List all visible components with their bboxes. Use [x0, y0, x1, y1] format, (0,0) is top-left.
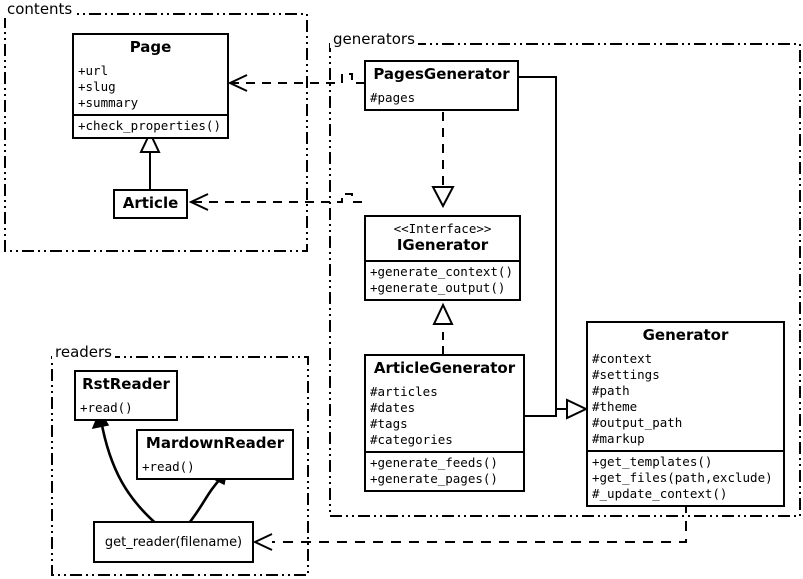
method: #_update_context()	[592, 486, 728, 501]
method: +get_files(path,exclude)	[592, 470, 773, 485]
class-attributes-articlegenerator: #articles #dates #tags #categories	[366, 382, 523, 451]
method: +generate_pages()	[370, 471, 498, 486]
class-box-articlegenerator[interactable]: ArticleGenerator #articles #dates #tags …	[364, 354, 525, 492]
class-attributes-page: +url +slug +summary	[74, 61, 227, 114]
class-header-igenerator: <<Interface>> IGenerator	[366, 217, 519, 260]
method: +read()	[142, 459, 195, 474]
class-name-rstreader: RstReader	[82, 375, 170, 393]
class-name-mardownreader: MardownReader	[145, 434, 285, 452]
attribute: #context	[592, 351, 653, 366]
class-name-generator: Generator	[642, 326, 729, 344]
class-attributes-pagesgenerator: #pages	[366, 88, 517, 109]
method: +generate_feeds()	[370, 455, 498, 470]
function-box-get-reader[interactable]: get_reader(filename)	[93, 521, 254, 563]
class-methods-page: +check_properties()	[74, 114, 227, 137]
class-methods-generator: +get_templates() +get_files(path,exclude…	[588, 450, 783, 505]
class-name-igenerator: IGenerator	[396, 236, 489, 254]
function-name-get-reader: get_reader(filename)	[104, 534, 243, 550]
class-attributes-generator: #context #settings #path #theme #output_…	[588, 349, 783, 450]
attribute: +slug	[78, 79, 116, 94]
class-box-mardownreader[interactable]: MardownReader +read()	[136, 429, 294, 480]
class-methods-mardownreader: +read()	[138, 457, 292, 478]
class-methods-articlegenerator: +generate_feeds() +generate_pages()	[366, 451, 523, 490]
class-box-generator[interactable]: Generator #context #settings #path #them…	[586, 321, 785, 507]
package-label-generators: generators	[330, 30, 418, 48]
method: +check_properties()	[78, 118, 221, 133]
class-stereotype-igenerator: <<Interface>>	[393, 221, 492, 236]
attribute: +url	[78, 63, 109, 78]
class-box-article[interactable]: Article	[113, 189, 188, 219]
attribute: +summary	[78, 95, 139, 110]
class-name-articlegenerator: ArticleGenerator	[373, 359, 516, 377]
relation-generator-uses-get-reader	[252, 503, 687, 551]
attribute: #settings	[592, 367, 660, 382]
relation-pagesgenerator-realizes-igenerator	[431, 112, 455, 209]
class-box-page[interactable]: Page +url +slug +summary +check_properti…	[72, 33, 229, 139]
relation-article-extends-page	[139, 130, 161, 189]
class-box-rstreader[interactable]: RstReader +read()	[74, 370, 178, 421]
package-label-contents: contents	[4, 0, 76, 18]
class-box-igenerator[interactable]: <<Interface>> IGenerator +generate_conte…	[364, 215, 521, 301]
method: +get_templates()	[592, 454, 713, 469]
method: +generate_output()	[370, 280, 506, 295]
package-label-readers: readers	[52, 343, 115, 361]
attribute: #tags	[370, 416, 408, 431]
class-box-pagesgenerator[interactable]: PagesGenerator #pages	[364, 60, 519, 111]
class-name-pagesgenerator: PagesGenerator	[373, 65, 510, 83]
class-name-article: Article	[122, 194, 179, 212]
attribute: #markup	[592, 431, 645, 446]
class-methods-rstreader: +read()	[76, 398, 176, 419]
attribute: #categories	[370, 432, 453, 447]
method: +generate_context()	[370, 264, 513, 279]
attribute: #theme	[592, 399, 638, 414]
relation-articlegenerator-realizes-igenerator	[432, 302, 454, 354]
relation-generators-extend-generator	[519, 76, 589, 420]
attribute: #path	[592, 383, 630, 398]
attribute: #output_path	[592, 415, 683, 430]
attribute: #pages	[370, 90, 416, 105]
relation-pagesgenerator-uses-page	[227, 73, 365, 92]
attribute: #dates	[370, 400, 416, 415]
attribute: #articles	[370, 384, 438, 399]
class-name-page: Page	[129, 38, 172, 56]
relation-generators-use-article	[188, 193, 362, 211]
class-methods-igenerator: +generate_context() +generate_output()	[366, 260, 519, 299]
method: +read()	[80, 400, 133, 415]
